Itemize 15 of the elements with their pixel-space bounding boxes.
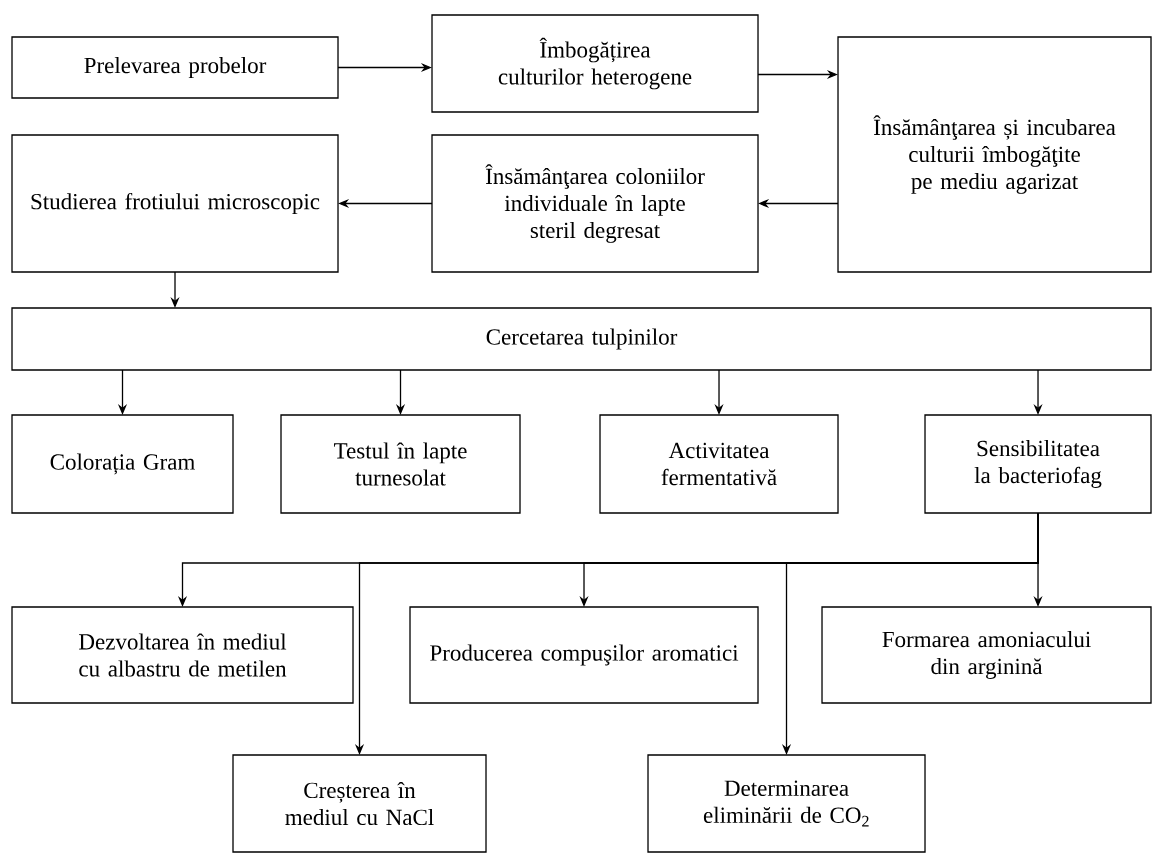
process-box: Sensibilitatea la bacteriofag xyxy=(924,414,1152,514)
process-box: Însămânţarea coloniilor individuale în lapte steril degresat xyxy=(431,134,759,273)
process-box: Producerea compuşilor aromatici xyxy=(409,606,759,704)
process-box: Formarea amoniacului din arginină xyxy=(821,606,1152,704)
process-box: Determinarea eliminării de CO$_{2}$ xyxy=(647,754,926,853)
process-box: Cercetarea tulpinilor xyxy=(11,307,1152,371)
process-box: Dezvoltarea în mediul cu albastru de metilen xyxy=(11,606,354,704)
process-box: Colorația Gram xyxy=(11,414,234,514)
process-box: Însămânţarea și incubarea culturii îmbogăţite pe mediu agarizat xyxy=(837,36,1152,273)
process-box: Studierea frotiului microscopic xyxy=(11,134,339,273)
process-box: Prelevarea probelor xyxy=(11,36,339,99)
process-box: Creșterea în mediul cu NaCl xyxy=(232,754,487,853)
process-box: Testul în lapte turnesolat xyxy=(280,414,521,514)
process-box: Activitatea fermentativă xyxy=(599,414,839,514)
process-box: Îmbogățirea culturilor heterogene xyxy=(431,14,759,113)
